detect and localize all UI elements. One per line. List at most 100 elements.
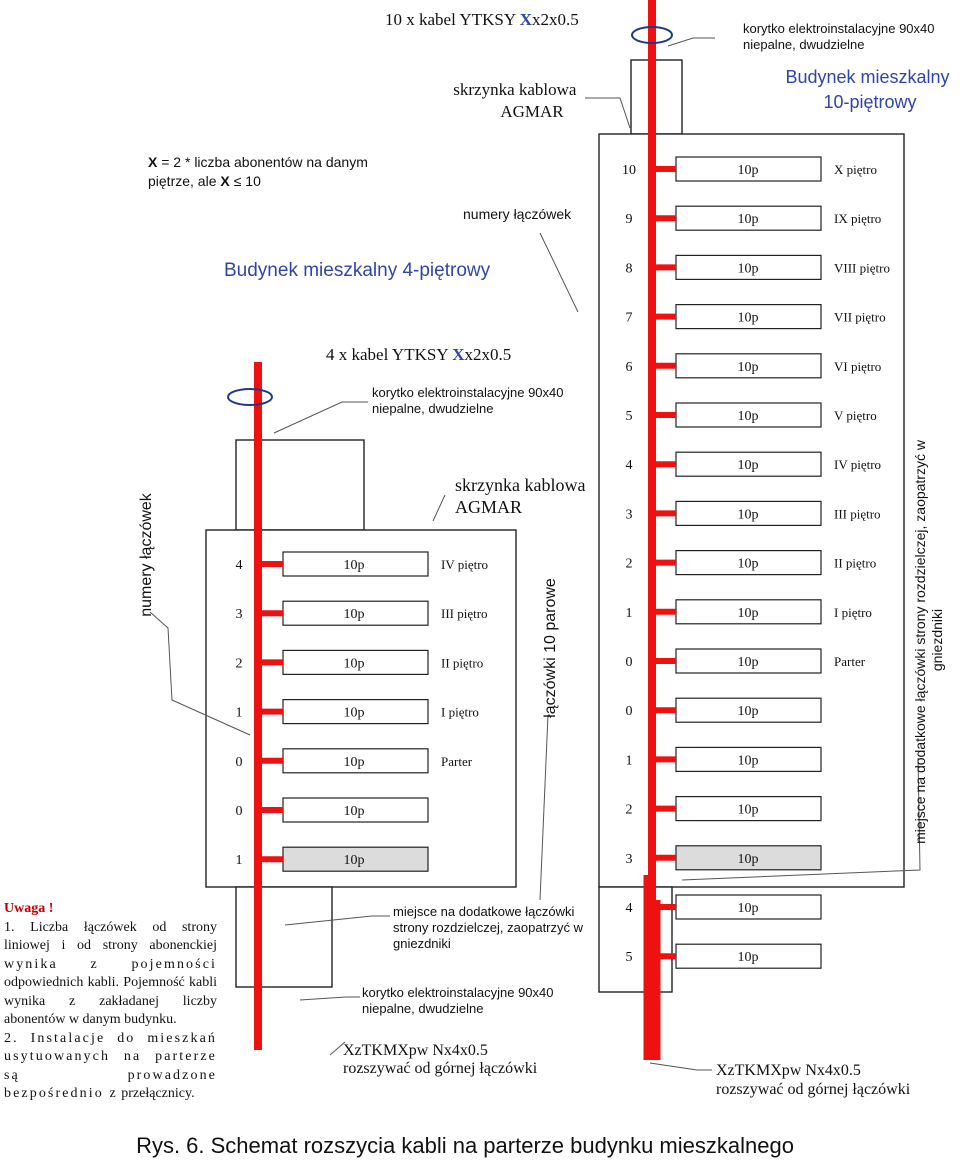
patch-number: 10: [622, 163, 636, 178]
patch-row: 10 10p X piętro: [622, 156, 877, 182]
patch-label: 10p: [738, 606, 759, 621]
large-cable-clamp-icon: [631, 26, 673, 44]
patch-number: 4: [626, 458, 633, 473]
floor-label: III piętro: [834, 506, 881, 521]
floor-label: V piętro: [834, 408, 877, 423]
patch-number: 1: [236, 706, 243, 721]
patch-number: 3: [626, 852, 633, 867]
floor-label: Parter: [441, 754, 473, 769]
bottom-left-cable-label: XzTKMXpw Nx4x0.5 rozszywać od górnej łąc…: [343, 1042, 538, 1077]
patch-row: 6 10p VI piętro: [626, 353, 881, 379]
large-building-lower-frame: [598, 886, 673, 993]
patch-number: 6: [626, 360, 633, 375]
floor-label: VII piętro: [834, 310, 886, 325]
patch-number: 0: [236, 755, 243, 770]
patch-number: 7: [626, 311, 633, 326]
notes-header: Uwaga !: [4, 901, 54, 916]
left-numery-label: numery łączówek: [138, 492, 155, 617]
patch-row: 0 10p: [626, 697, 822, 723]
floor-label: X piętro: [834, 162, 877, 177]
note-item-1: 1. Liczba łączówek od strony liniowej i …: [4, 919, 217, 1028]
floor-label: IV piętro: [834, 457, 881, 472]
patch-row: 1 10p I piętro: [236, 698, 479, 725]
floor-label: Parter: [834, 654, 866, 669]
patch-box: [675, 402, 822, 428]
bottom-spare-place-label: miejsce na dodatkowe łączówki strony roz…: [393, 904, 587, 951]
patch-label: 10p: [344, 853, 365, 868]
patch-label: 10p: [738, 655, 759, 670]
patch-number: 2: [236, 656, 243, 671]
patch-label: 10p: [738, 458, 759, 473]
patch-box: [675, 894, 822, 920]
small-building-title: Budynek mieszkalny 4-piętrowy: [224, 260, 491, 281]
large-building-title: Budynek mieszkalny 10-piętrowy: [785, 67, 954, 112]
top-cable-label: 10 x kabel YTKSY Xx2x0.5: [385, 10, 579, 29]
leader-lines: [149, 37, 921, 1071]
patch-label: 10p: [738, 212, 759, 227]
small-building-lower-frame: [235, 886, 333, 988]
small-cable-label: 4 x kabel YTKSY Xx2x0.5: [326, 345, 511, 364]
patch-label: 10p: [738, 360, 759, 375]
floor-label: VI piętro: [834, 359, 881, 374]
patch-label: 10p: [344, 755, 365, 770]
right-side-label: miejsce na dodatkowe łączówki strony roz…: [912, 436, 945, 844]
patch-label: 10p: [344, 558, 365, 573]
patch-label: 10p: [738, 852, 759, 867]
patch-number: 2: [626, 803, 633, 818]
patch-number: 4: [626, 901, 633, 916]
patch-box: [675, 500, 822, 526]
patch-label: 10p: [738, 803, 759, 818]
notes-block: Uwaga ! 1. Liczba łączówek od strony lin…: [4, 900, 217, 1104]
patch-number: 5: [626, 409, 633, 424]
patch-row: 5 10p: [626, 943, 822, 969]
spare-patch-box: [282, 846, 429, 872]
patch-box: [675, 599, 822, 625]
patch-label: 10p: [738, 163, 759, 178]
patch-label: 10p: [738, 311, 759, 326]
floor-label: I piętro: [441, 705, 479, 720]
patch-number: 1: [626, 606, 633, 621]
patch-number: 0: [626, 655, 633, 670]
patch-label: 10p: [738, 950, 759, 965]
floor-label: VIII piętro: [834, 260, 890, 275]
cable-branches: [258, 166, 676, 960]
patch-number: 0: [626, 704, 633, 719]
patch-box: [675, 943, 822, 969]
patch-label: 10p: [738, 704, 759, 719]
large-building-cable: [643, 0, 661, 1060]
patch-number: 3: [236, 607, 243, 622]
small-tray-label: korytko elektroinstalacyjne 90x40 niepal…: [372, 385, 567, 416]
patch-box: [282, 698, 429, 725]
floor-label: III piętro: [441, 606, 488, 621]
top-tray-label: korytko elektroinstalacyjne 90x40 niepal…: [743, 21, 938, 52]
patch-box: [675, 697, 822, 723]
patch-row: 3 10p III piętro: [236, 600, 488, 626]
patch-label: 10p: [738, 753, 759, 768]
patch-box: [675, 254, 822, 280]
small-cable-clamp-icon: [227, 388, 273, 406]
patch-label: 10p: [738, 557, 759, 572]
floor-label: IX piętro: [834, 211, 881, 226]
small-box-label: skrzynka kablowa AGMAR: [455, 475, 590, 517]
patch-box: [675, 353, 822, 379]
patch-label: 10p: [344, 607, 365, 622]
patch-number: 3: [626, 507, 633, 522]
patch-label: 10p: [738, 261, 759, 276]
floor-label: II piętro: [834, 556, 876, 571]
patch-number: 4: [236, 558, 243, 573]
patch-number: 5: [626, 950, 633, 965]
patch-label: 10p: [344, 706, 365, 721]
patch-number: 0: [236, 804, 243, 819]
patch-box: [675, 205, 822, 231]
patch-number: 1: [626, 753, 633, 768]
